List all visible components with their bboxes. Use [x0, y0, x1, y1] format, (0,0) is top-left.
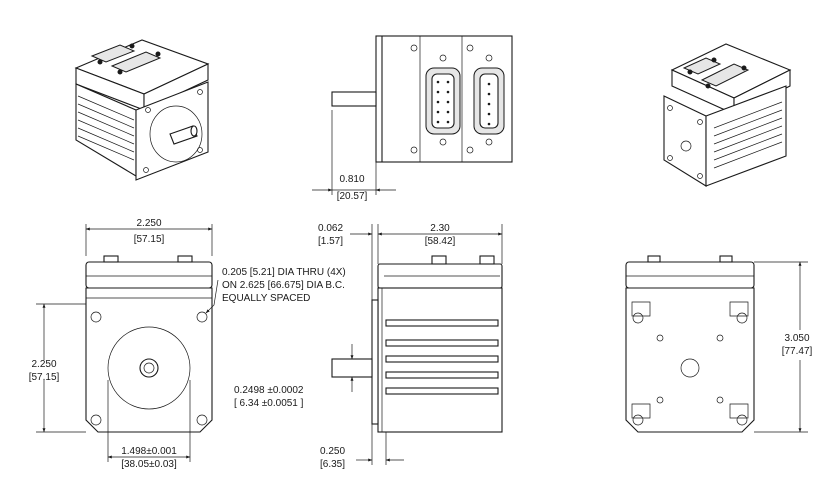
- dim-top-width-in: 2.250: [136, 218, 161, 229]
- hole-note-line2: ON 2.625 [66.675] DIA B.C.: [222, 280, 345, 291]
- dim-overall-height-in: 3.050: [784, 333, 809, 344]
- dim-shaft-length-in: 0.810: [339, 174, 364, 185]
- dim-flange-mm: [1.57]: [318, 236, 343, 247]
- hole-note-line3: EQUALLY SPACED: [222, 293, 310, 304]
- dim-flange-in: 0.062: [318, 223, 343, 234]
- dim-top-width-mm: [57.15]: [134, 234, 165, 245]
- dim-overall-height-mm: [77.47]: [782, 346, 813, 357]
- dim-pilot-dia-mm: [38.05±0.03]: [121, 459, 177, 470]
- top-view: 0.810 [20.57]: [312, 35, 513, 202]
- dim-shaft-dia-mm: [ 6.34 ±0.0051 ]: [234, 398, 304, 409]
- dim-pilot-depth-mm: [6.35]: [320, 459, 345, 470]
- side-view: 0.062 [1.57] 2.30 [58.42] 0.2498 ±0.0002…: [234, 223, 503, 470]
- front-view: 2.250 [57.15] 2.250 [57.15] 1.498±0.001 …: [29, 218, 346, 470]
- dim-side-height-in: 2.250: [31, 359, 56, 370]
- dim-pilot-dia-in: 1.498±0.001: [121, 446, 177, 457]
- dim-side-height-mm: [57.15]: [29, 372, 60, 383]
- iso-view-front-left: [74, 39, 210, 181]
- dim-body-length-mm: [58.42]: [425, 236, 456, 247]
- iso-view-rear-right: [663, 43, 792, 187]
- rear-view: 3.050 [77.47]: [625, 255, 813, 433]
- dim-shaft-length-mm: [20.57]: [337, 191, 368, 202]
- dim-body-length-in: 2.30: [430, 223, 450, 234]
- dim-pilot-depth-in: 0.250: [320, 446, 345, 457]
- hole-note-line1: 0.205 [5.21] DIA THRU (4X): [222, 267, 346, 278]
- dim-shaft-dia-in: 0.2498 ±0.0002: [234, 385, 304, 396]
